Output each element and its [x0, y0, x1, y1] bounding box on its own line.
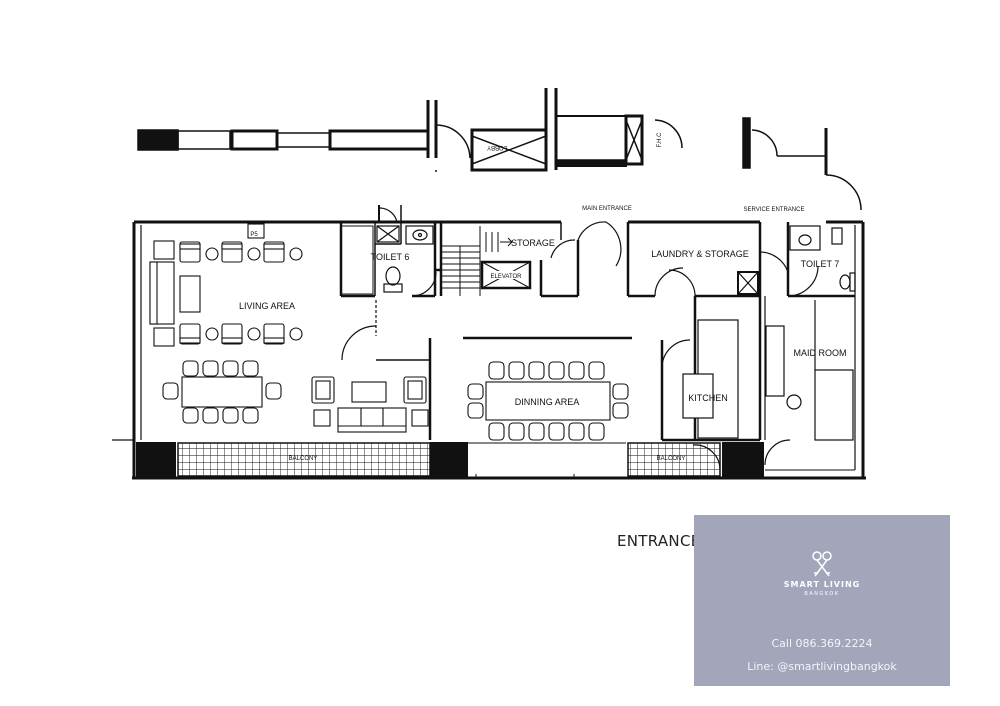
living-area-label: LIVING AREA — [239, 301, 295, 311]
service-entrance-label: SERVICE ENTRANCE — [744, 207, 805, 213]
smart-living-logo-icon — [812, 551, 832, 577]
dining-area-label: DINNING AREA — [515, 397, 580, 407]
toilet-7-label: TOILET 7 — [801, 259, 840, 269]
brand-name: SMART LIVING — [783, 580, 861, 589]
toilet-7-fixtures — [789, 225, 856, 292]
lounge-set — [311, 376, 429, 433]
stairs — [441, 226, 513, 296]
corridor-core — [137, 88, 862, 211]
laundry-fixtures — [737, 271, 759, 295]
lobby-label: LOBBY — [487, 144, 507, 150]
kitchen-label: KITCHEN — [688, 393, 728, 403]
balcony-right-label: BALCONY — [657, 456, 686, 462]
elevator-label: ELEVATOR — [490, 274, 522, 280]
elevator-shaft — [480, 260, 532, 290]
contact-panel: SMART LIVING BANGKOK Call 086.369.2224 L… — [694, 515, 950, 686]
brand-subtitle: BANGKOK — [804, 591, 840, 597]
window-marks — [475, 469, 855, 478]
main-entrance-label: MAIN ENTRANCE — [582, 206, 632, 212]
door-swings — [341, 221, 819, 471]
closet — [340, 225, 374, 295]
storage-label: STORAGE — [511, 238, 555, 248]
living-furniture — [149, 223, 303, 347]
contact-phone: Call 086.369.2224 — [771, 637, 873, 650]
dining-table-left — [162, 360, 282, 424]
p5-label: P5 — [250, 232, 258, 238]
maid-room-fixtures — [765, 300, 854, 441]
kitchen-fixtures — [682, 319, 739, 439]
maid-room-label: MAID ROOM — [794, 348, 847, 358]
balcony-left-label: BALCONY — [289, 456, 318, 462]
laundry-storage-label: LAUNDRY & STORAGE — [651, 249, 749, 259]
fire-hose-label: F.H.C — [657, 132, 663, 148]
contact-line: Line: @smartlivingbangkok — [747, 660, 897, 673]
toilet-6-label: TOILET 6 — [371, 252, 410, 262]
toilet-6-fixtures — [376, 205, 434, 293]
dining-table-main — [467, 361, 629, 441]
balcony-tiles — [136, 442, 764, 478]
